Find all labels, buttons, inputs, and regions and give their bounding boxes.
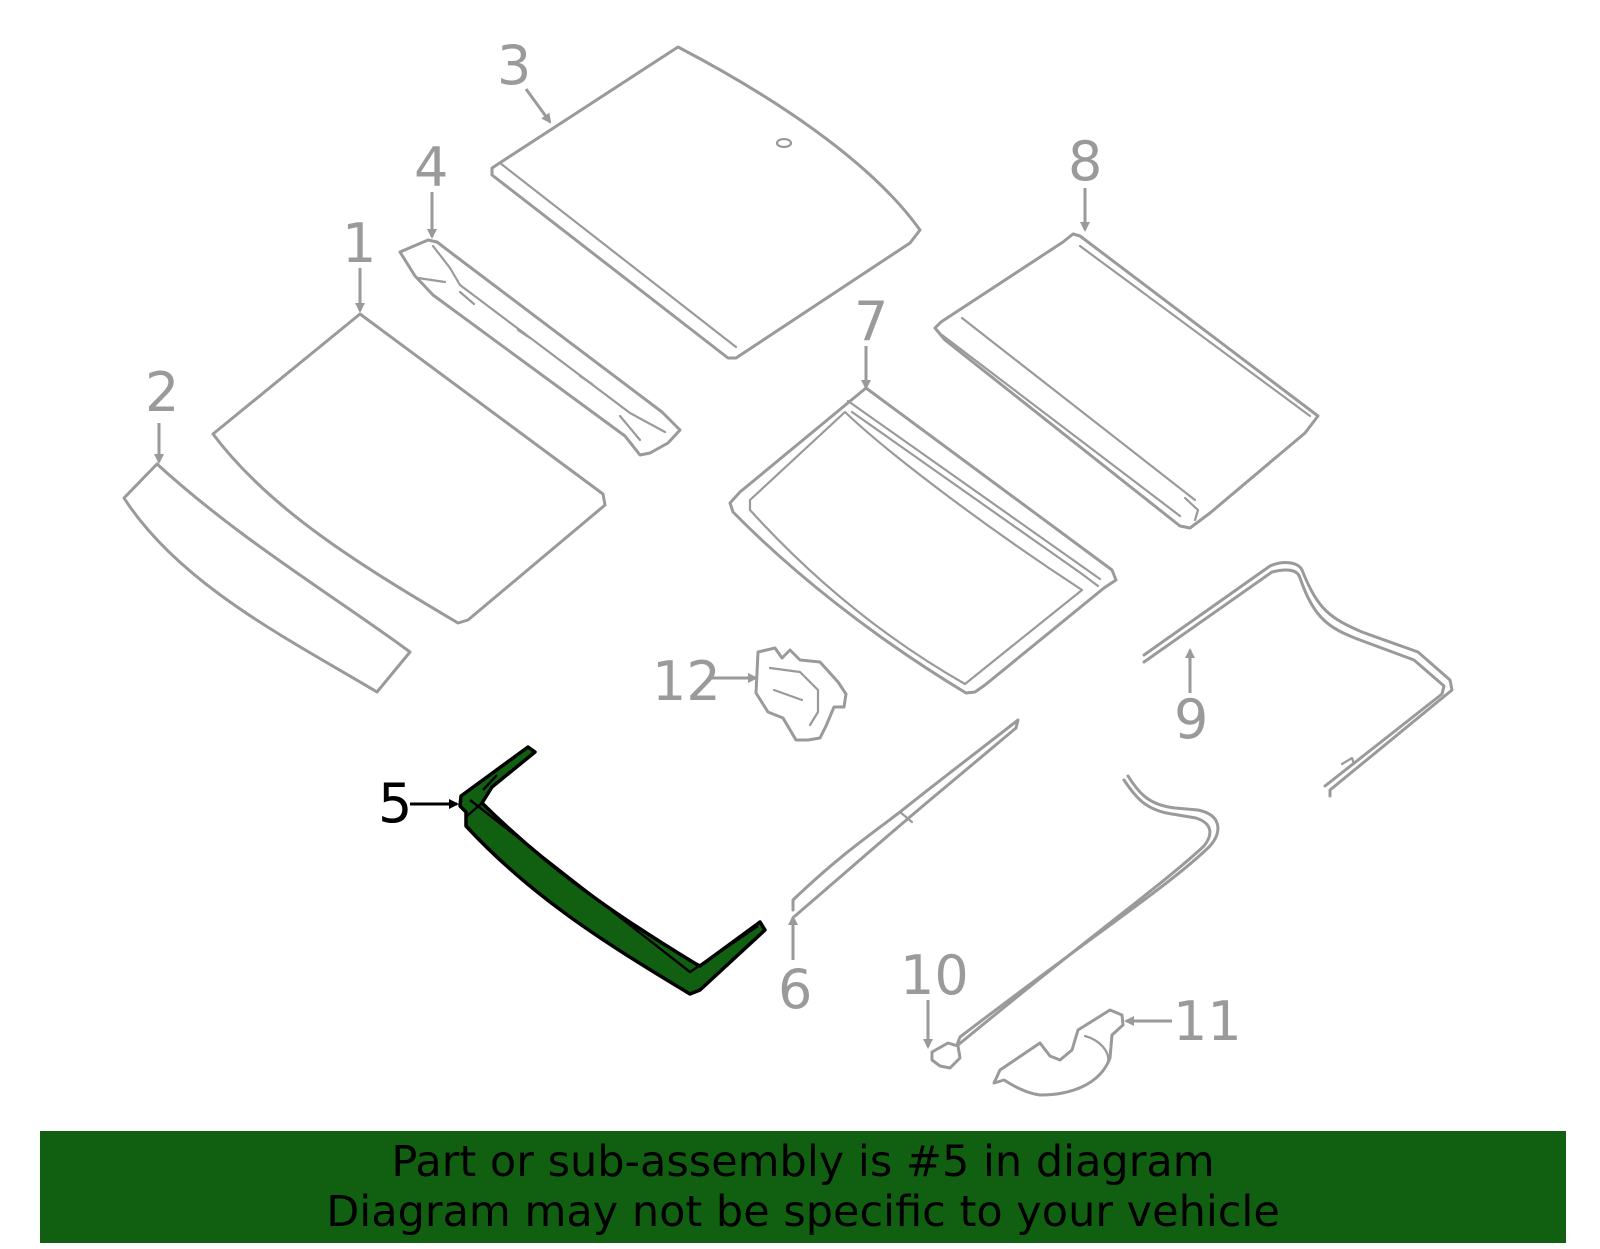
leader-arrows [154, 88, 1195, 1049]
part-12-bracket[interactable] [754, 646, 848, 742]
part-11-clip[interactable] [992, 1008, 1125, 1097]
part-9-cable[interactable] [1142, 561, 1454, 798]
callout-11: 11 [1173, 990, 1242, 1053]
part-4-frame-rail[interactable] [398, 238, 682, 457]
callout-9: 9 [1174, 688, 1208, 751]
callout-7: 7 [854, 290, 888, 353]
parts-diagram: 1 2 3 4 5 6 7 8 9 10 11 12 [122, 34, 1454, 1097]
callout-12: 12 [652, 650, 721, 713]
callout-4: 4 [414, 136, 448, 199]
part-2-deflector[interactable] [122, 462, 412, 694]
callout-6: 6 [778, 958, 812, 1021]
part-1-glass-panel[interactable] [211, 312, 607, 625]
callout-10: 10 [900, 944, 969, 1007]
banner-line-disclaimer: Diagram may not be specific to your vehi… [326, 1187, 1280, 1237]
callout-2: 2 [145, 361, 179, 424]
callout-5: 5 [378, 772, 412, 835]
part-5-rear-frame[interactable] [458, 745, 767, 996]
part-3-roof-panel[interactable] [490, 45, 922, 360]
banner-line-part-number: Part or sub-assembly is #5 in diagram [391, 1137, 1215, 1187]
info-banner: Part or sub-assembly is #5 in diagram Di… [40, 1131, 1566, 1243]
callout-labels: 1 2 3 4 5 6 7 8 9 10 11 12 [145, 34, 1242, 1053]
callout-8: 8 [1068, 130, 1102, 193]
part-7-frame[interactable] [728, 386, 1118, 695]
callout-1: 1 [342, 212, 376, 275]
part-6-seal[interactable] [791, 718, 1020, 918]
callout-3: 3 [497, 34, 531, 97]
part-8-sunshade[interactable] [933, 232, 1320, 530]
part-10-tube[interactable] [930, 774, 1220, 1070]
